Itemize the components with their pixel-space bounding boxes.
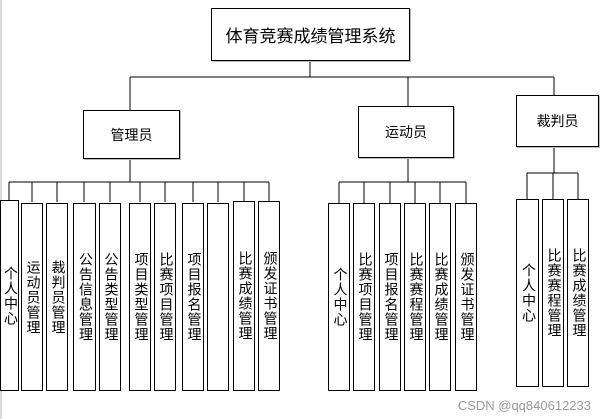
referee-module: 个人中心 [516,199,539,387]
system-title-box: 体育竞赛成绩管理系统 [211,8,410,61]
admin-module: 比赛成绩管理 [207,203,229,391]
referee-module: 比赛成绩管理 [567,199,589,387]
admin-module: 比赛成绩管理 [233,201,255,391]
athlete-module: 比赛项目管理 [353,203,375,391]
referee-module: 比赛赛程管理 [542,199,564,387]
role-box-referee: 裁判员 [516,95,599,147]
admin-module: 比赛项目管理 [154,203,176,391]
role-label-admin: 管理员 [110,127,153,144]
athlete-module: 比赛成绩管理 [429,203,451,391]
admin-module: 公告信息管理 [73,203,96,391]
athlete-module: 比赛赛程管理 [404,203,426,391]
admin-module: 裁判员管理 [46,203,68,391]
admin-module: 颁发证书管理 [258,201,280,391]
admin-module: 运动员管理 [21,203,43,391]
athlete-module: 颁发证书管理 [455,203,477,391]
athlete-module: 项目报名管理 [379,203,401,391]
admin-module: 项目类型管理 [129,203,151,391]
role-box-admin: 管理员 [83,110,180,159]
admin-module: 个人中心 [0,200,19,391]
role-label-athlete: 运动员 [385,125,427,141]
role-label-referee: 裁判员 [536,114,579,130]
watermark: CSDN @qq840612233 [457,398,591,413]
system-title: 体育竞赛成绩管理系统 [225,27,396,47]
role-box-athlete: 运动员 [358,106,454,158]
athlete-module: 个人中心 [328,203,350,391]
admin-module: 公告类型管理 [99,203,121,391]
admin-module: 项目报名管理 [182,203,204,391]
